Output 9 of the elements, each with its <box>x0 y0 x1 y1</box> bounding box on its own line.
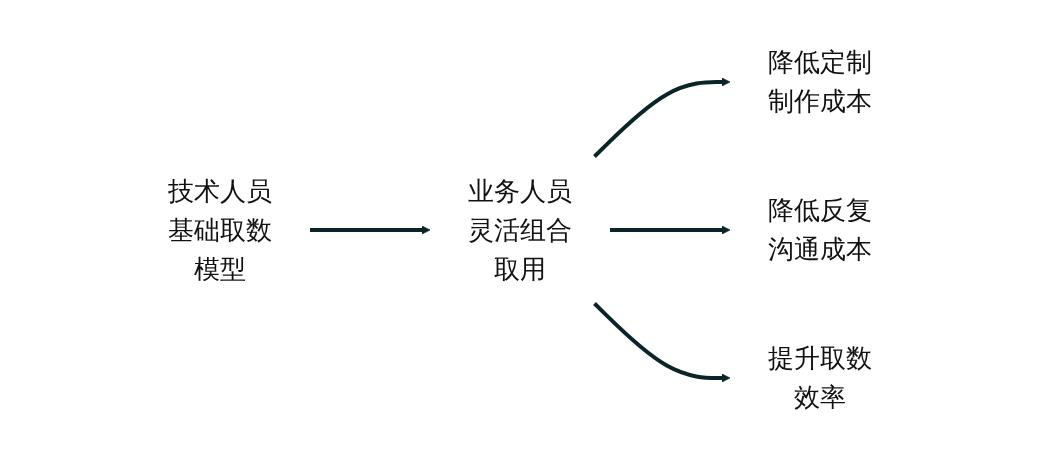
arrow <box>310 225 431 235</box>
arrow <box>610 225 731 235</box>
node-text: 降低定制制作成本 <box>768 47 872 116</box>
arrow <box>593 302 731 383</box>
arrow <box>593 77 731 158</box>
node-text: 技术人员基础取数模型 <box>168 175 272 284</box>
node-text: 业务人员灵活组合取用 <box>468 175 572 284</box>
node-text: 降低反复沟通成本 <box>768 195 872 264</box>
node-text: 提升取数效率 <box>768 343 872 412</box>
